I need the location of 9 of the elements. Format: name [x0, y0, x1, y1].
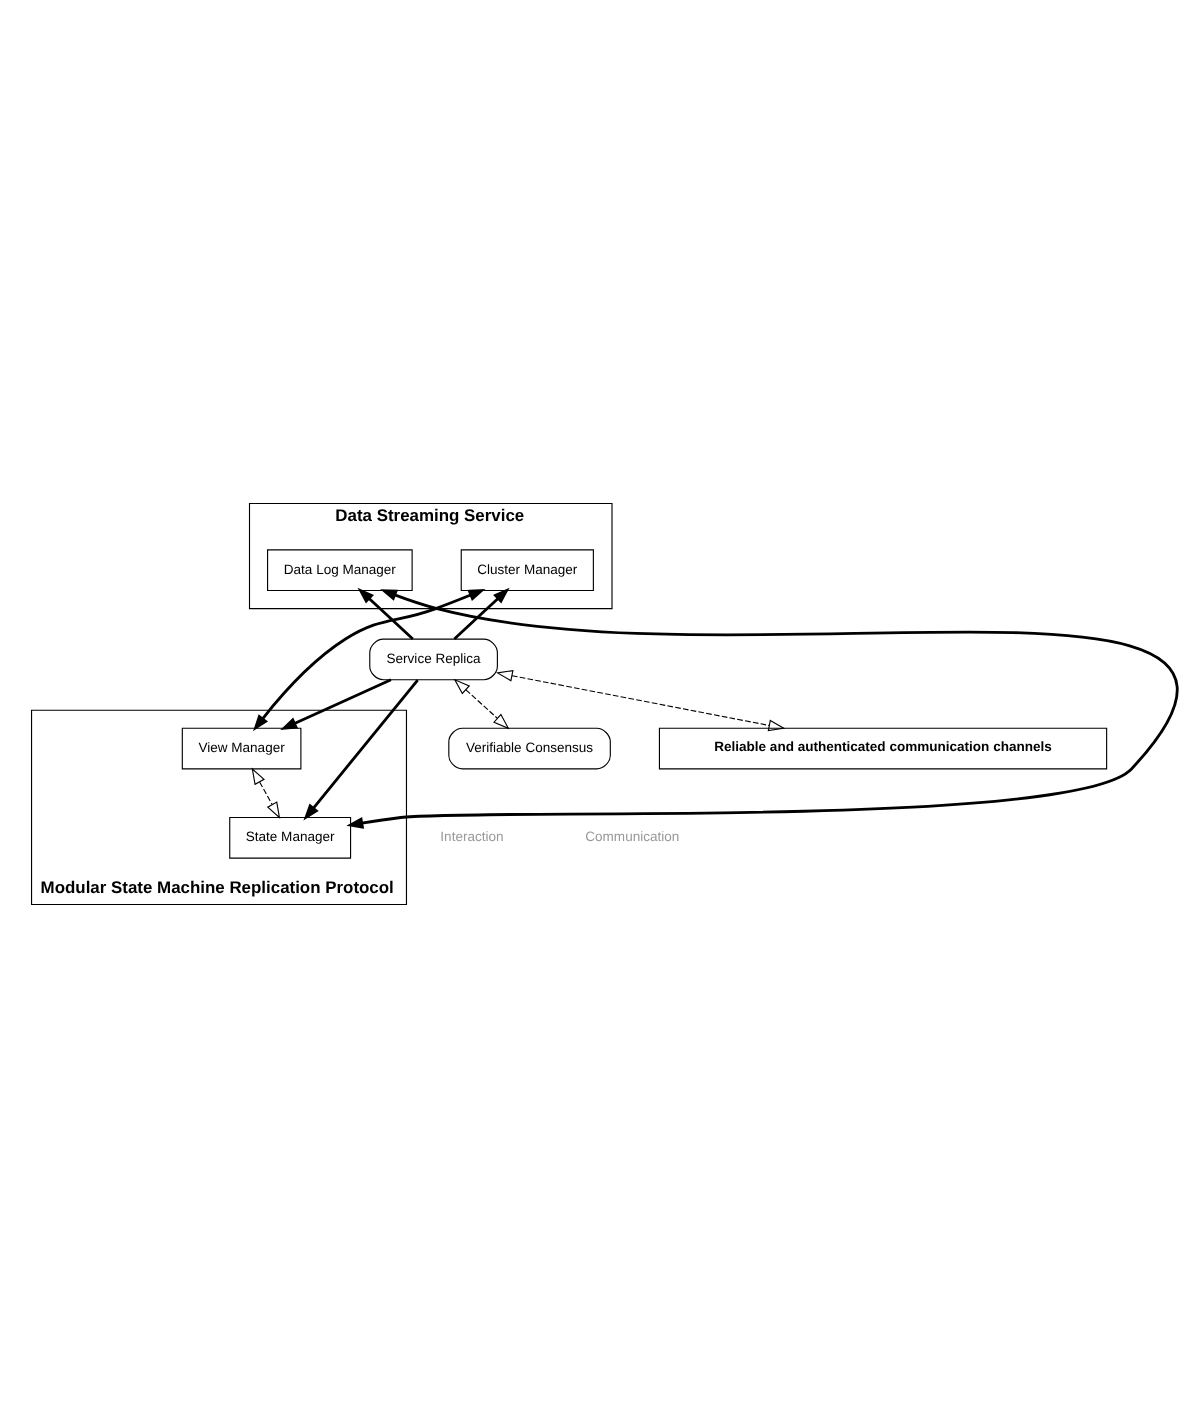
arrow — [453, 587, 510, 641]
arrow — [346, 589, 1176, 829]
arrow — [303, 679, 419, 821]
arrow — [253, 589, 486, 732]
arrow — [251, 767, 281, 819]
arrow — [357, 587, 414, 641]
arrow — [495, 669, 786, 732]
arrow — [280, 678, 392, 730]
arrow — [453, 678, 510, 730]
